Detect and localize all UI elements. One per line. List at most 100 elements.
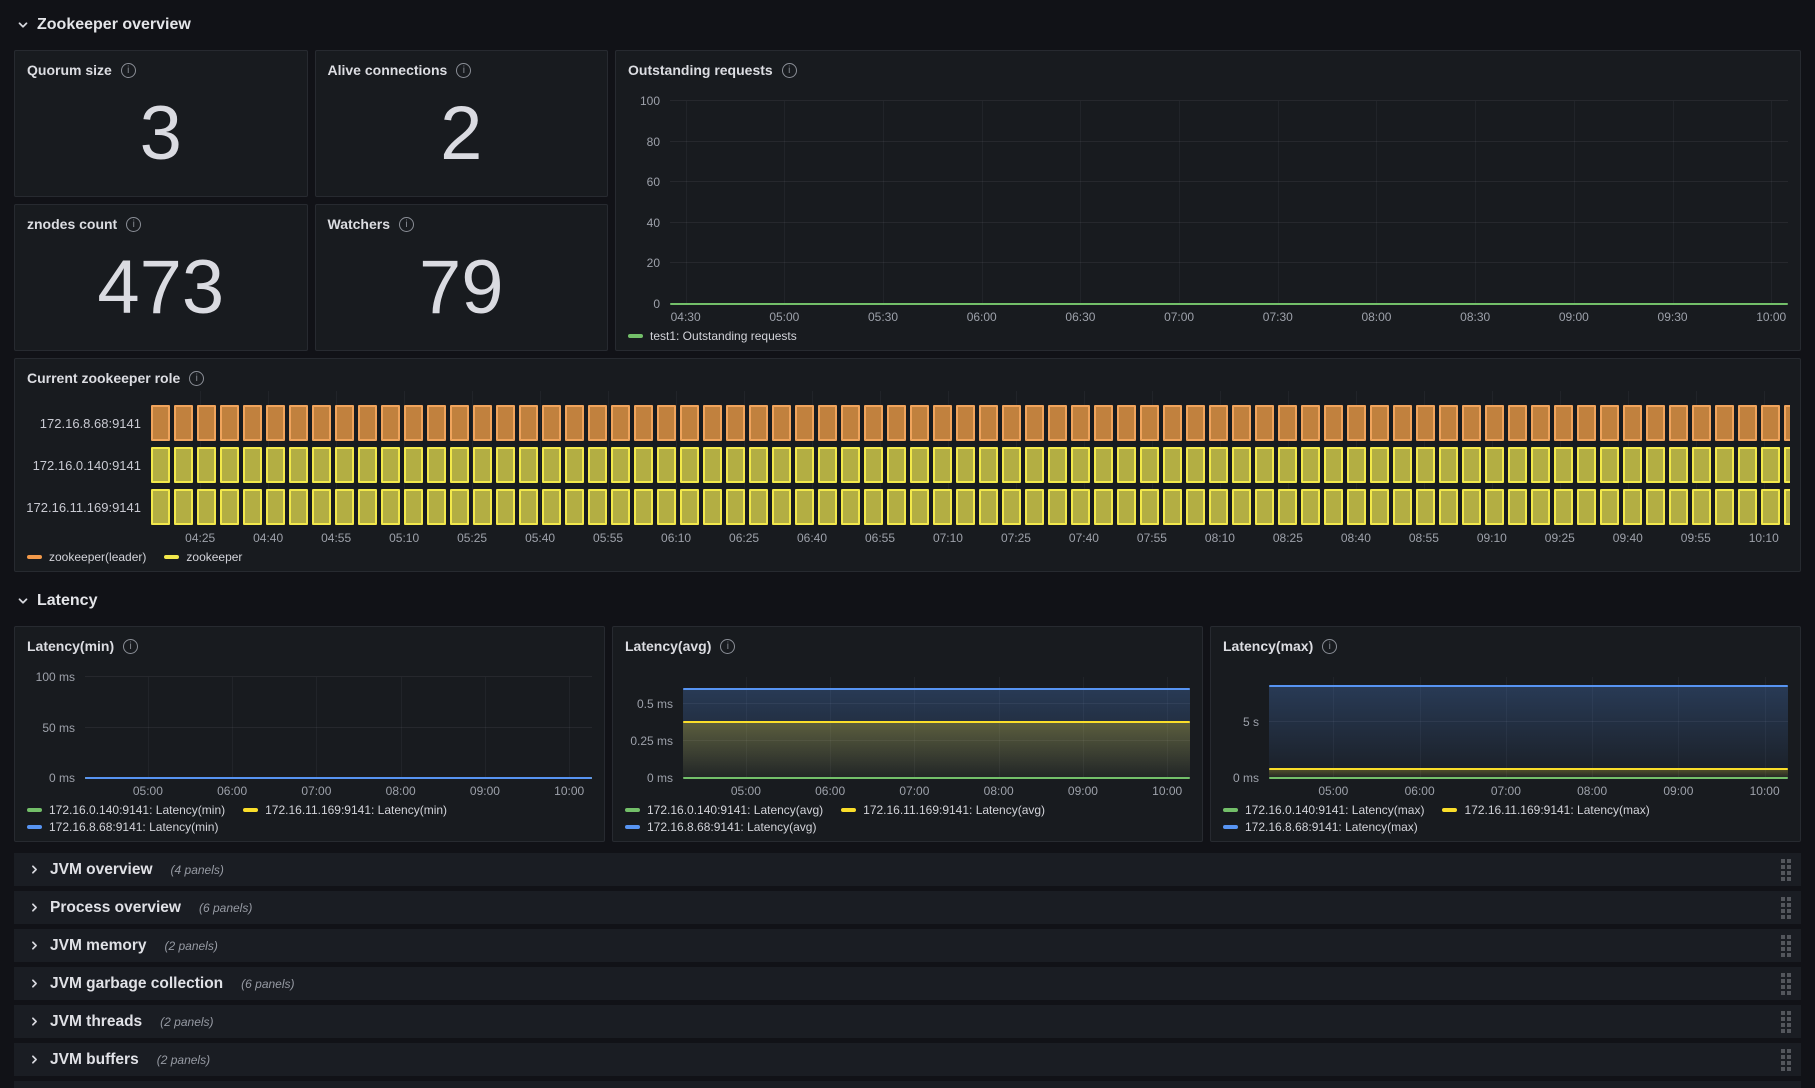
section-row-process-overview[interactable]: Process overview (6 panels): [14, 891, 1801, 924]
state-block: [1416, 405, 1435, 441]
panel-title[interactable]: Latency(min): [27, 638, 115, 654]
legend-item[interactable]: 172.16.8.68:9141: Latency(min): [27, 820, 218, 834]
info-icon[interactable]: i: [781, 62, 797, 78]
state-block: [1232, 447, 1251, 483]
state-block: [1646, 405, 1665, 441]
panel-title[interactable]: Latency(avg): [625, 638, 712, 654]
state-block: [496, 405, 515, 441]
gridline: [670, 140, 1788, 142]
legend-color-dash: [27, 825, 42, 829]
section-row-jvm-threads[interactable]: JVM threads (2 panels): [14, 1005, 1801, 1038]
section-row-jvm-memory[interactable]: JVM memory (2 panels): [14, 929, 1801, 962]
state-block: [289, 489, 308, 525]
gridline: [400, 677, 402, 778]
section-row-jvm-buffers[interactable]: JVM buffers (2 panels): [14, 1043, 1801, 1076]
legend-label: 172.16.11.169:9141: Latency(min): [265, 803, 448, 817]
legend-item[interactable]: 172.16.0.140:9141: Latency(max): [1223, 803, 1424, 817]
panel-alive-connections: Alive connections i 2: [314, 50, 608, 197]
info-icon[interactable]: i: [126, 216, 142, 232]
state-block: [680, 489, 699, 525]
state-block: [749, 447, 768, 483]
state-block: [795, 489, 814, 525]
state-block: [1048, 489, 1067, 525]
legend-item[interactable]: 172.16.8.68:9141: Latency(max): [1223, 820, 1418, 834]
legend-item[interactable]: 172.16.0.140:9141: Latency(avg): [625, 803, 823, 817]
series-line: [1269, 768, 1788, 771]
gridline: [683, 702, 1190, 704]
state-block: [174, 405, 193, 441]
panel-title[interactable]: Latency(max): [1223, 638, 1314, 654]
section-header-latency[interactable]: Latency: [14, 584, 1801, 618]
axis-tick-label: 80: [646, 134, 660, 149]
drag-handle-icon[interactable]: [1781, 972, 1791, 995]
info-icon[interactable]: i: [189, 370, 205, 386]
legend-label: 172.16.8.68:9141: Latency(avg): [647, 820, 817, 834]
drag-handle-icon[interactable]: [1781, 858, 1791, 881]
legend-item[interactable]: 172.16.0.140:9141: Latency(min): [27, 803, 225, 817]
plot-area[interactable]: [670, 100, 1788, 305]
state-block: [174, 489, 193, 525]
legend-label: 172.16.8.68:9141: Latency(min): [49, 820, 219, 834]
plot-area[interactable]: [85, 676, 592, 779]
state-block: [1669, 405, 1688, 441]
axis-tick-label: 60: [646, 175, 660, 190]
panel-title[interactable]: znodes count: [27, 216, 118, 232]
section-header-zookeeper-overview[interactable]: Zookeeper overview: [14, 8, 1801, 42]
panel-title[interactable]: Watchers: [327, 216, 391, 232]
chart-legend: 172.16.0.140:9141: Latency(max) 172.16.11…: [1221, 800, 1788, 837]
state-block: [1577, 489, 1596, 525]
state-block: [519, 489, 538, 525]
info-icon[interactable]: i: [123, 638, 139, 654]
info-icon[interactable]: i: [720, 638, 736, 654]
state-block: [427, 405, 446, 441]
state-track: [151, 405, 1790, 441]
drag-handle-icon[interactable]: [1781, 1048, 1791, 1071]
state-block: [496, 489, 515, 525]
chevron-right-icon: [28, 1053, 41, 1066]
axis-tick-label: 07:25: [1000, 531, 1031, 545]
state-block: [381, 489, 400, 525]
section-row-jvm-garbage-collection[interactable]: JVM garbage collection (6 panels): [14, 967, 1801, 1000]
info-icon[interactable]: i: [120, 62, 136, 78]
plot-area[interactable]: [1269, 677, 1788, 779]
panel-title[interactable]: Current zookeeper role: [27, 370, 181, 386]
section-row-partial[interactable]: [14, 1081, 1801, 1088]
state-block: [1393, 489, 1412, 525]
legend-item[interactable]: zookeeper: [164, 550, 242, 564]
info-icon[interactable]: i: [456, 62, 472, 78]
gridline: [1505, 677, 1507, 778]
drag-handle-icon[interactable]: [1781, 896, 1791, 919]
state-block: [634, 405, 653, 441]
state-block: [864, 447, 883, 483]
state-block: [680, 405, 699, 441]
drag-handle-icon[interactable]: [1781, 1010, 1791, 1033]
state-block: [427, 447, 446, 483]
gridline: [883, 101, 885, 304]
legend-item[interactable]: 172.16.11.169:9141: Latency(min): [243, 803, 447, 817]
legend-item[interactable]: 172.16.11.169:9141: Latency(avg): [841, 803, 1045, 817]
legend-item[interactable]: 172.16.8.68:9141: Latency(avg): [625, 820, 816, 834]
gridline: [1277, 101, 1279, 304]
info-icon[interactable]: i: [1322, 638, 1338, 654]
info-icon[interactable]: i: [399, 216, 415, 232]
series-line: [670, 303, 1788, 305]
legend-item[interactable]: zookeeper(leader): [27, 550, 146, 564]
state-block: [542, 447, 561, 483]
state-block: [1071, 405, 1090, 441]
panel-title[interactable]: Quorum size: [27, 62, 112, 78]
legend-item[interactable]: 172.16.11.169:9141: Latency(max): [1442, 803, 1650, 817]
plot-area[interactable]: [683, 677, 1190, 779]
state-block: [1462, 489, 1481, 525]
panel-title[interactable]: Outstanding requests: [628, 62, 773, 78]
drag-handle-icon[interactable]: [1781, 934, 1791, 957]
legend-item[interactable]: test1: Outstanding requests: [628, 329, 797, 343]
state-block: [335, 447, 354, 483]
axis-tick-label: 07:00: [1490, 784, 1521, 798]
panel-title[interactable]: Alive connections: [327, 62, 448, 78]
section-row-jvm-overview[interactable]: JVM overview (4 panels): [14, 853, 1801, 886]
